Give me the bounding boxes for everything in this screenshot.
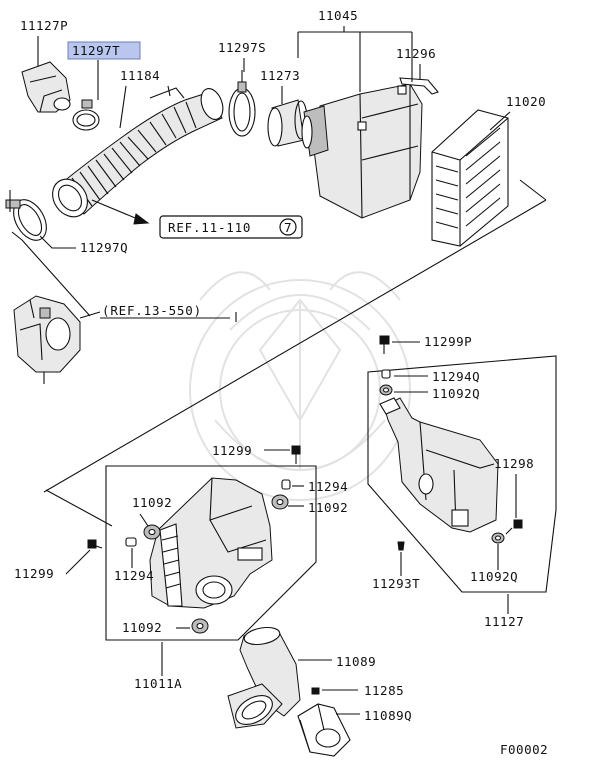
label-11299-center[interactable]: 11299 [212, 443, 252, 458]
label-11298[interactable]: 11298 [494, 456, 534, 471]
part-11294-collar-left[interactable] [125, 537, 137, 547]
part-11092-grommet-left[interactable] [143, 524, 161, 540]
label-11092-right[interactable]: 11092 [308, 500, 348, 515]
label-11092-left[interactable]: 11092 [132, 495, 172, 510]
leader-11020 [489, 111, 511, 131]
diagram-code: F00002 [500, 742, 548, 757]
leader-11092-left [139, 513, 149, 527]
part-11020-filter-element[interactable] [431, 109, 509, 247]
part-11299P-bolt[interactable] [379, 335, 390, 354]
label-11299P[interactable]: 11299P [424, 334, 472, 349]
part-11011A-lower-housing[interactable] [149, 477, 273, 609]
part-11294Q-collar[interactable] [381, 369, 391, 379]
ref-11-110-text: REF.11-110 [168, 220, 251, 235]
part-11297Q-clamp[interactable] [5, 190, 53, 246]
watermark-emblem [189, 271, 411, 501]
label-11011A[interactable]: 11011A [134, 676, 182, 691]
ref-11-110-arrow [133, 213, 150, 225]
label-11293T[interactable]: 11293T [372, 576, 420, 591]
group-11011A-outline [105, 465, 317, 641]
label-11089[interactable]: 11089 [336, 654, 376, 669]
part-11184-intake-hose[interactable] [45, 85, 226, 224]
ref-leader-lines [11, 231, 237, 322]
label-11092-bottom[interactable]: 11092 [122, 620, 162, 635]
divider-line [43, 179, 547, 527]
part-11297T-clamp[interactable] [72, 99, 100, 131]
leader-11297Q [39, 235, 76, 249]
part-11294-collar-right[interactable] [281, 479, 291, 490]
part-11298-bolt[interactable] [505, 519, 523, 535]
ref-11-110-box[interactable]: REF.11-110 7 [159, 215, 303, 239]
ref-13-550-leader [79, 311, 101, 319]
label-11294Q[interactable]: 11294Q [432, 369, 480, 384]
label-11297S[interactable]: 11297S [218, 40, 266, 55]
part-11045-air-cleaner-cover[interactable] [301, 83, 423, 219]
label-11092Q-top[interactable]: 11092Q [432, 386, 480, 401]
part-11127-resonator[interactable] [379, 397, 499, 533]
label-11184[interactable]: 11184 [120, 68, 160, 83]
label-11296[interactable]: 11296 [396, 46, 436, 61]
part-11092Q-grommet-top[interactable] [379, 384, 393, 396]
label-11045[interactable]: 11045 [318, 8, 358, 23]
part-11285-screw[interactable] [311, 687, 320, 695]
label-11294-left[interactable]: 11294 [114, 568, 154, 583]
part-11299-bolt-left[interactable] [87, 539, 103, 549]
label-11285[interactable]: 11285 [364, 683, 404, 698]
label-11092Q-bottom[interactable]: 11092Q [470, 569, 518, 584]
ref-13-550-text[interactable]: (REF.13-550) [102, 303, 202, 318]
leader-11184 [119, 85, 127, 129]
part-11299-bolt-center[interactable] [291, 445, 301, 464]
leader-11299-left [65, 549, 91, 575]
part-11127P-cover[interactable] [21, 61, 71, 113]
label-11089Q[interactable]: 11089Q [364, 708, 412, 723]
throttle-body-ref [13, 295, 81, 384]
ref-11-110-number: 7 [284, 220, 292, 235]
part-11092-grommet-bottom[interactable] [191, 618, 209, 634]
part-11092-grommet-right[interactable] [271, 494, 289, 510]
part-11297S-clamp[interactable] [228, 70, 256, 137]
label-11297T[interactable]: 11297T [72, 43, 120, 58]
part-11092Q-grommet-bottom[interactable] [491, 532, 505, 544]
label-11127[interactable]: 11127 [484, 614, 524, 629]
ref-11-110-leader [91, 199, 141, 221]
part-11293T-clip[interactable] [397, 541, 405, 551]
label-11297Q[interactable]: 11297Q [80, 240, 128, 255]
part-11089-intake-duct[interactable] [227, 625, 301, 730]
label-11294-right[interactable]: 11294 [308, 479, 348, 494]
part-11296-clip[interactable] [399, 77, 439, 95]
highlight-11297T [67, 41, 141, 60]
part-11273-sleeve[interactable] [267, 99, 308, 147]
label-11299-left[interactable]: 11299 [14, 566, 54, 581]
label-11273[interactable]: 11273 [260, 68, 300, 83]
group-11127-outline [367, 355, 557, 593]
leader-11045 [297, 26, 413, 92]
part-11089Q-bracket[interactable] [297, 703, 351, 757]
label-11020[interactable]: 11020 [506, 94, 546, 109]
label-11127P[interactable]: 11127P [20, 18, 68, 33]
